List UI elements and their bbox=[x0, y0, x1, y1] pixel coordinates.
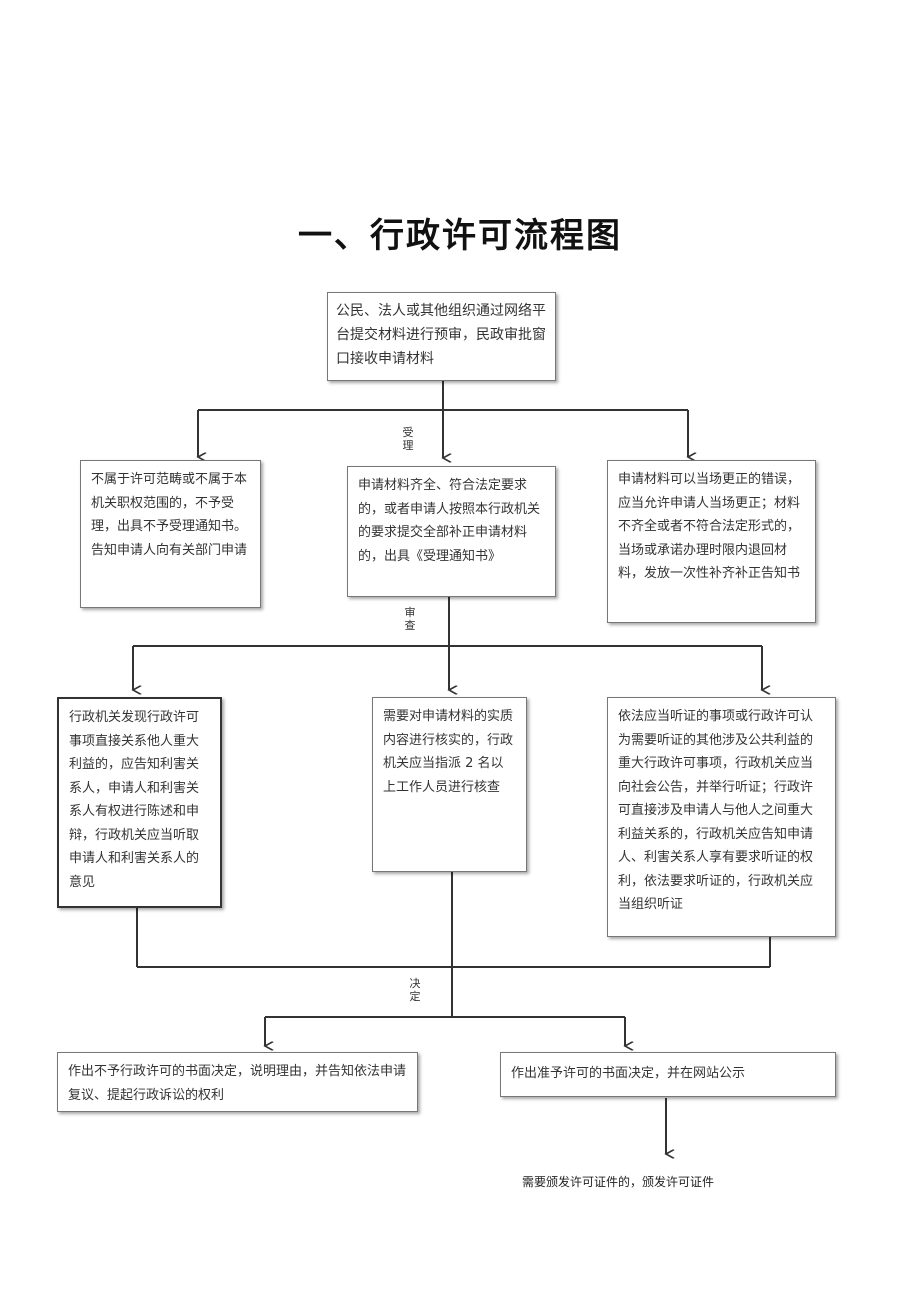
step-label-decide: 决定 bbox=[409, 977, 421, 1003]
step-label-accept: 受理 bbox=[402, 426, 414, 452]
accept-node: 申请材料齐全、符合法定要求的，或者申请人按照本行政机关的要求提交全部补正申请材料… bbox=[347, 466, 556, 597]
deny-node: 作出不予行政许可的书面决定，说明理由，并告知依法申请复议、提起行政诉讼的权利 bbox=[57, 1052, 418, 1112]
correct-node: 申请材料可以当场更正的错误，应当允许申请人当场更正；材料不齐全或者不符合法定形式… bbox=[607, 460, 816, 623]
start-node: 公民、法人或其他组织通过网络平台提交材料进行预审，民政审批窗口接收申请材料 bbox=[327, 292, 556, 381]
grant-node: 作出准予许可的书面决定，并在网站公示 bbox=[500, 1052, 836, 1097]
license-note: 需要颁发许可证件的，颁发许可证件 bbox=[522, 1175, 715, 1189]
not-accept-node: 不属于许可范畴或不属于本机关职权范围的，不予受理，出具不予受理通知书。告知申请人… bbox=[80, 460, 261, 608]
stakeholder-node: 行政机关发现行政许可事项直接关系他人重大利益的，应告知利害关系人，申请人和利害关… bbox=[57, 697, 222, 908]
verify-node: 需要对申请材料的实质内容进行核实的，行政机关应当指派 2 名以上工作人员进行核查 bbox=[372, 697, 527, 872]
hearing-node: 依法应当听证的事项或行政许可认为需要听证的其他涉及公共利益的重大行政许可事项，行… bbox=[607, 697, 836, 937]
page-title: 一、行政许可流程图 bbox=[298, 216, 622, 256]
step-label-review: 审查 bbox=[404, 606, 416, 632]
